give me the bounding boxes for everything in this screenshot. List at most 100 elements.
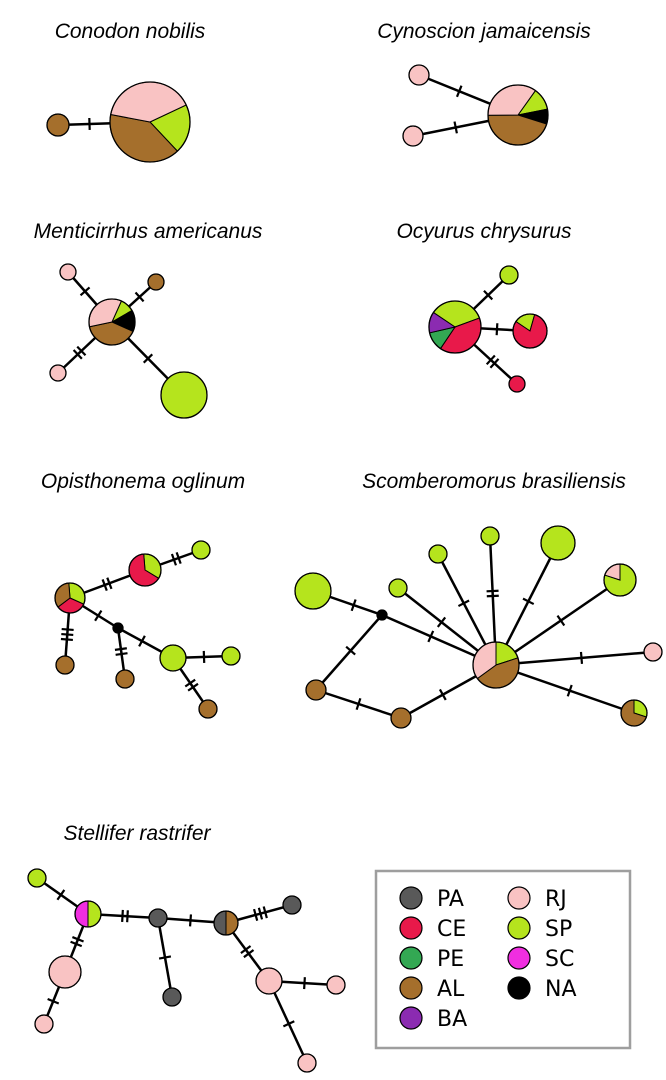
haplotype-node-g-outline (428, 544, 448, 564)
mutation-tick (106, 577, 113, 590)
mutation-tick (60, 637, 73, 642)
mutation-tick (114, 647, 127, 651)
haplotype-node-i-outline (255, 967, 283, 995)
haplotype-node-a-outline (109, 81, 191, 163)
haplotype-node-d (49, 364, 67, 382)
title-menticirrhus-americanus: Menticirrhus americanus (34, 220, 263, 243)
title-conodon-nobilis: Conodon nobilis (55, 20, 206, 43)
nodes (402, 64, 549, 147)
edge-a-k (495, 650, 654, 667)
haplotype-node-k (297, 1053, 317, 1073)
haplotype-node-d (55, 655, 75, 675)
haplotype-node-i (198, 699, 218, 719)
mutation-tick (72, 349, 83, 360)
haplotype-node-b-outline (27, 868, 47, 888)
haplotype-node-b (59, 263, 77, 281)
haplotype-node-a-outline (487, 84, 549, 146)
haplotype-node-h-outline (480, 526, 500, 546)
haplotype-node-f-outline (115, 669, 135, 689)
mutation-tick (495, 323, 499, 336)
haplotype-node-f (162, 987, 182, 1007)
haplotype-node-a-outline (428, 300, 482, 354)
mutation-tick (47, 997, 60, 1005)
haplotype-node-e-outline (148, 908, 168, 928)
haplotype-node-b (408, 64, 430, 86)
mutation-tick (485, 354, 496, 366)
mutation-tick (184, 678, 196, 688)
haplotype-node-h (282, 895, 302, 915)
mutation-tick (187, 682, 199, 692)
haplotype-node-i (540, 525, 576, 561)
haplotype-node-b (27, 868, 47, 888)
haplotype-node-i (255, 967, 283, 995)
haplotype-node-d-outline (508, 375, 526, 393)
haplotype-node-c (48, 955, 82, 989)
mutation-tick (350, 599, 357, 612)
mutation-tick (566, 684, 573, 697)
legend-swatch-sp (507, 916, 531, 940)
mutation-tick (101, 579, 108, 592)
haplotype-node-b (46, 113, 70, 137)
haplotype-node-f (388, 578, 408, 598)
haplotype-node-a-outline (472, 641, 520, 689)
haplotype-node-a (74, 900, 102, 928)
haplotype-node-g-slice-al (225, 910, 239, 936)
haplotype-node-b-outline (59, 263, 77, 281)
haplotype-node-j-outline (603, 563, 637, 597)
legend-label-pa: PA (437, 887, 464, 912)
haplotype-node-c-outline (48, 955, 82, 989)
haplotype-node-b (128, 553, 162, 587)
haplotype-node-e-outline (160, 371, 208, 419)
legend-label-pe: PE (437, 947, 464, 972)
network-scomberomorus-brasiliensis (294, 525, 663, 729)
haplotype-node-d-outline (305, 679, 327, 701)
legend-swatch-ce (399, 916, 423, 940)
haplotype-node-b-outline (408, 64, 430, 86)
haplotype-node-g (213, 910, 239, 936)
haplotype-node-f-outline (162, 987, 182, 1007)
haplotype-node-c (191, 540, 211, 560)
legend-item-ba: BA (399, 1006, 467, 1032)
network-menticirrhus-americanus (49, 263, 208, 419)
legend-item-rj: RJ (507, 886, 567, 912)
haplotype-node-c-outline (147, 273, 165, 291)
mutation-tick (438, 688, 447, 701)
mutation-tick (453, 121, 458, 134)
mutation-tick (61, 632, 74, 637)
haplotype-node-a (88, 298, 136, 346)
legend-label-sp: SP (545, 917, 572, 942)
legend-swatch-ba (399, 1006, 423, 1030)
edges (312, 535, 654, 720)
legend-label-na: NA (545, 977, 577, 1002)
legend-item-pa: PA (399, 886, 464, 912)
nodes (49, 263, 208, 419)
mutation-tick (243, 949, 255, 959)
haplotype-node-c-outline (512, 313, 548, 349)
legend-item-sp: SP (507, 916, 572, 942)
title-stellifer-rastrifer: Stellifer rastrifer (63, 822, 211, 845)
haplotype-node-d-outline (49, 364, 67, 382)
haplotype-node-d-outline (55, 655, 75, 675)
haplotype-node-d (34, 1014, 54, 1034)
mutation-tick (175, 551, 182, 565)
haplotype-node-l (620, 699, 648, 727)
haplotype-node-b-outline (128, 553, 162, 587)
legend-swatch-al (399, 976, 423, 1000)
haplotype-node-h-outline (282, 895, 302, 915)
network-cynoscion-jamaicensis (402, 64, 549, 147)
haplotype-node-j (603, 563, 637, 597)
title-ocyurus-chrysurus: Ocyurus chrysurus (396, 220, 572, 243)
haplotype-node-c (402, 125, 424, 147)
legend-swatch-na (507, 976, 531, 1000)
legend-swatch-rj (507, 886, 531, 910)
haplotype-node-i-outline (540, 525, 576, 561)
haplotype-node-k (643, 642, 663, 662)
legend-swatch-pe (399, 946, 423, 970)
mutation-tick (126, 910, 129, 923)
mutation-tick (262, 906, 268, 919)
legend-label-ba: BA (437, 1007, 467, 1032)
haplotype-node-e (148, 908, 168, 928)
mutation-tick (282, 1020, 295, 1028)
haplotype-node-j (326, 975, 346, 995)
title-opisthonema-oglinum: Opisthonema oglinum (41, 470, 245, 493)
